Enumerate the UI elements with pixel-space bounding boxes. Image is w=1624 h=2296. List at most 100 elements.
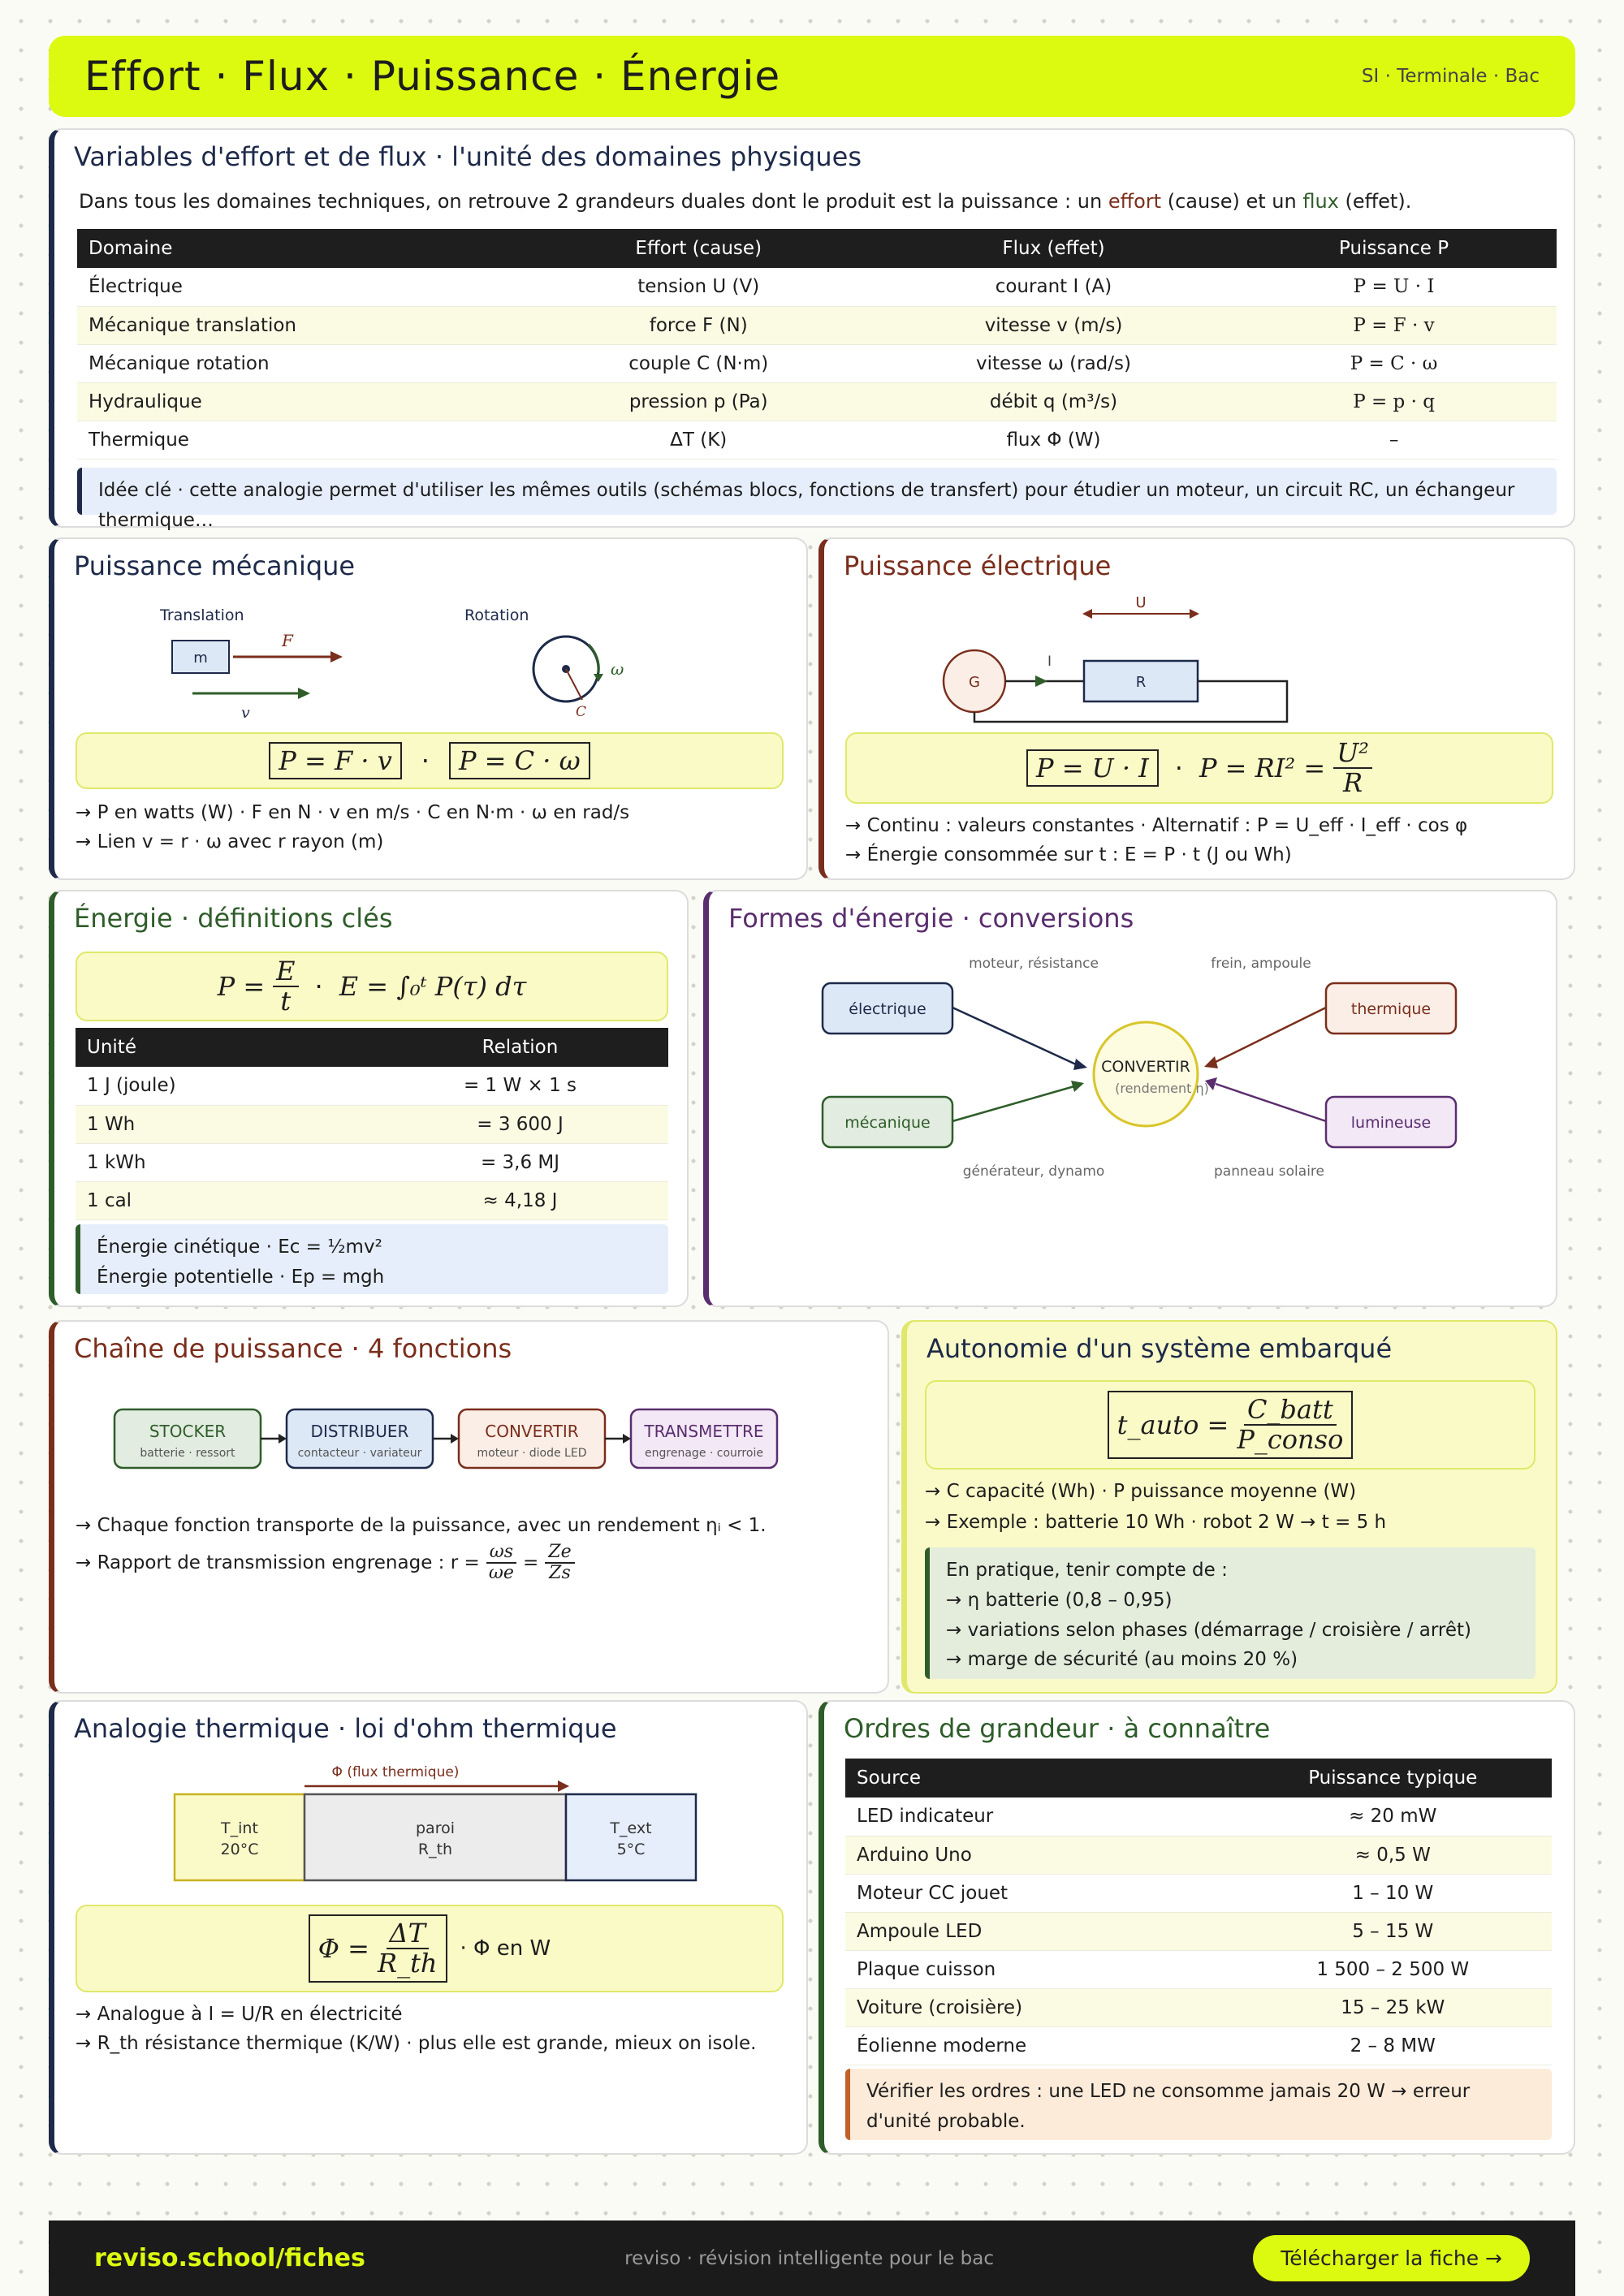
svg-text:générateur, dynamo: générateur, dynamo — [963, 1163, 1105, 1180]
meca-title: Puissance mécanique — [74, 550, 356, 581]
energie-potentielle: Énergie potentielle · Ep = mgh — [97, 1266, 385, 1288]
variables-intro: Dans tous les domaines techniques, on re… — [79, 190, 1412, 213]
svg-text:CONVERTIR: CONVERTIR — [485, 1422, 579, 1441]
variables-note: Idée clé · cette analogie permet d'utili… — [77, 468, 1557, 531]
formes-title: Formes d'énergie · conversions — [728, 903, 1134, 934]
variables-title: Variables d'effort et de flux · l'unité … — [74, 141, 862, 172]
rotation-label: Rotation — [464, 606, 529, 624]
meca-line1: → P en watts (W) · F en N · v en m/s · C… — [76, 802, 630, 823]
footer-tagline: reviso · révision intelligente pour le b… — [624, 2247, 994, 2269]
svg-text:5°C: 5°C — [617, 1841, 646, 1858]
table-row: 1 kWh= 3,6 MJ — [76, 1143, 668, 1182]
table-row: 1 cal≈ 4,18 J — [76, 1181, 668, 1220]
omega-arc — [587, 643, 600, 674]
meca-formula: P = F · v · P = C · ω — [76, 732, 784, 789]
flux-word: flux — [1302, 190, 1339, 213]
current-arrow — [1035, 675, 1047, 687]
meca-card: Puissance mécanique Translation m F v Ro… — [49, 537, 808, 880]
ordres-note: Vérifier les ordres : une LED ne consomm… — [845, 2069, 1552, 2140]
svg-text:mécanique: mécanique — [844, 1114, 930, 1132]
svg-text:moteur, résistance: moteur, résistance — [969, 956, 1099, 972]
thermique-line2: → R_th résistance thermique (K/W) · plus… — [76, 2033, 757, 2054]
variables-table: Domaine Effort (cause) Flux (effet) Puis… — [77, 229, 1557, 460]
autonomie-title: Autonomie d'un système embarqué — [926, 1333, 1393, 1364]
svg-text:20°C: 20°C — [221, 1841, 259, 1858]
formes-card: Formes d'énergie · conversions électriqu… — [703, 890, 1557, 1307]
elec-circuit: U G I R — [942, 596, 1289, 723]
chaine-line1: → Chaque fonction transporte de la puiss… — [76, 1515, 767, 1536]
elec-line1: → Continu : valeurs constantes · Alterna… — [845, 815, 1468, 836]
omega-label: ω — [611, 659, 624, 679]
page-subtitle: SI · Terminale · Bac — [1361, 66, 1540, 87]
svg-text:moteur · diode LED: moteur · diode LED — [477, 1447, 586, 1460]
chaine-title: Chaîne de puissance · 4 fonctions — [74, 1333, 512, 1364]
download-button[interactable]: Télécharger la fiche → — [1253, 2235, 1530, 2281]
node-lumineuse — [1324, 1095, 1458, 1149]
variables-card: Variables d'effort et de flux · l'unité … — [49, 128, 1575, 531]
node-electrique — [821, 982, 954, 1035]
force-label: F — [281, 631, 294, 650]
energie-note: Énergie cinétique · Ec = ½mv² Énergie po… — [76, 1224, 668, 1294]
svg-text:TRANSMETTRE: TRANSMETTRE — [643, 1422, 763, 1441]
col-puissance: Puissance P — [1231, 229, 1557, 268]
zone-tint — [173, 1793, 306, 1882]
svg-text:CONVERTIR: CONVERTIR — [1101, 1058, 1190, 1076]
meca-line2: → Lien v = r · ω avec r rayon (m) — [76, 831, 384, 852]
resistor — [1082, 659, 1199, 703]
chaine-card: Chaîne de puissance · 4 fonctions STOCKE… — [49, 1320, 889, 1694]
svg-text:T_ext: T_ext — [609, 1819, 651, 1837]
autonomie-note: En pratique, tenir compte de : → η batte… — [925, 1547, 1535, 1679]
svg-text:engrenage · courroie: engrenage · courroie — [645, 1447, 763, 1460]
svg-text:thermique: thermique — [1351, 1000, 1431, 1018]
zone-paroi — [303, 1793, 568, 1882]
page-title: Effort · Flux · Puissance · Énergie — [84, 53, 781, 100]
col-flux: Flux (effet) — [875, 229, 1232, 268]
svg-text:Φ (flux thermique): Φ (flux thermique) — [332, 1764, 460, 1780]
elec-title: Puissance électrique — [844, 550, 1112, 581]
effort-word: effort — [1108, 190, 1162, 213]
svg-text:frein, ampoule: frein, ampoule — [1211, 956, 1311, 972]
formes-diagram: électrique mécanique thermique lumineuse… — [821, 956, 1458, 1180]
thermique-diagram: Φ (flux thermique) T_int 20°C paroi R_th… — [173, 1764, 698, 1882]
voltage-label: U — [1135, 596, 1146, 611]
table-row: 1 Wh= 3 600 J — [76, 1105, 668, 1144]
elec-card: Puissance électrique U G I R P = U · I ·… — [818, 537, 1575, 880]
footer-brand-link[interactable]: reviso.school/fiches — [94, 2244, 365, 2272]
node-mecanique — [821, 1095, 954, 1149]
circuit-wire — [973, 680, 1289, 723]
translation-label: Translation — [159, 606, 244, 624]
zone-text — [564, 1793, 698, 1882]
thermique-card: Analogie thermique · loi d'ohm thermique… — [49, 1700, 808, 2155]
thermique-line1: → Analogue à I = U/R en électricité — [76, 2004, 403, 2025]
speed-label: v — [241, 704, 250, 722]
table-row: Arduino Uno≈ 0,5 W — [845, 1836, 1552, 1875]
svg-text:lumineuse: lumineuse — [1351, 1114, 1431, 1132]
svg-text:batterie · ressort: batterie · ressort — [140, 1447, 235, 1460]
table-row: Voiture (croisière)15 – 25 kW — [845, 1988, 1552, 2027]
table-row: 1 J (joule)= 1 W × 1 s — [76, 1067, 668, 1106]
mass-block — [171, 640, 230, 674]
svg-text:contacteur · variateur: contacteur · variateur — [298, 1447, 422, 1460]
current-label: I — [1047, 654, 1052, 670]
autonomie-line1: → C capacité (Wh) · P puissance moyenne … — [925, 1481, 1357, 1502]
svg-text:(rendement η): (rendement η) — [1115, 1081, 1209, 1096]
couple-label: C — [576, 704, 586, 720]
autonomie-line2: → Exemple : batterie 10 Wh · robot 2 W →… — [925, 1512, 1387, 1533]
svg-text:panneau solaire: panneau solaire — [1214, 1163, 1324, 1180]
footer: reviso.school/fiches reviso · révision i… — [49, 2220, 1575, 2296]
ordres-title: Ordres de grandeur · à connaître — [844, 1713, 1271, 1744]
